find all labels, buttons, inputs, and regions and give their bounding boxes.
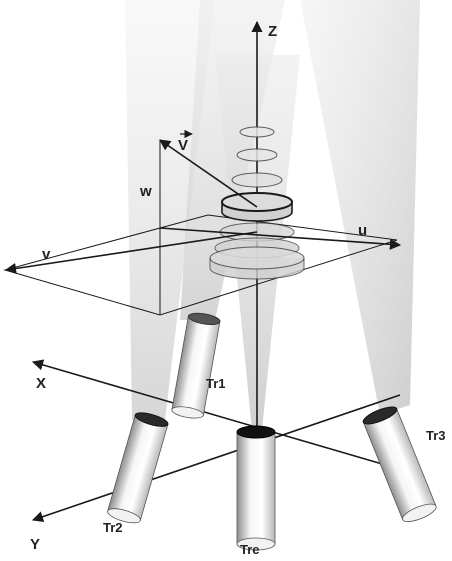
v-component-arrow xyxy=(4,231,258,275)
beam-tr3 xyxy=(300,0,420,415)
v-label: v xyxy=(42,246,51,263)
velocity-vector-letter: V xyxy=(178,137,188,154)
transducer-tr1 xyxy=(171,312,221,419)
tr3-label: Tr3 xyxy=(426,428,446,443)
tre-label: Tre xyxy=(240,542,260,556)
velocity-vector-arrow xyxy=(159,139,258,208)
u-component-arrow xyxy=(159,227,402,250)
beam-tr2 xyxy=(125,0,215,420)
y-axis xyxy=(31,394,401,523)
transducer-tr3 xyxy=(362,406,437,522)
x-axis xyxy=(31,359,421,476)
tr1-label: Tr1 xyxy=(206,376,226,391)
u-label: u xyxy=(358,222,367,239)
transducer-tr2 xyxy=(107,412,169,524)
w-label: w xyxy=(139,183,152,200)
velocity-vector-label: V xyxy=(178,129,193,154)
tr2-label: Tr2 xyxy=(103,520,123,535)
y-axis-label: Y xyxy=(30,536,40,553)
x-axis-label: X xyxy=(36,375,46,392)
transducer-tre xyxy=(236,425,276,551)
z-axis-label: Z xyxy=(268,23,277,40)
